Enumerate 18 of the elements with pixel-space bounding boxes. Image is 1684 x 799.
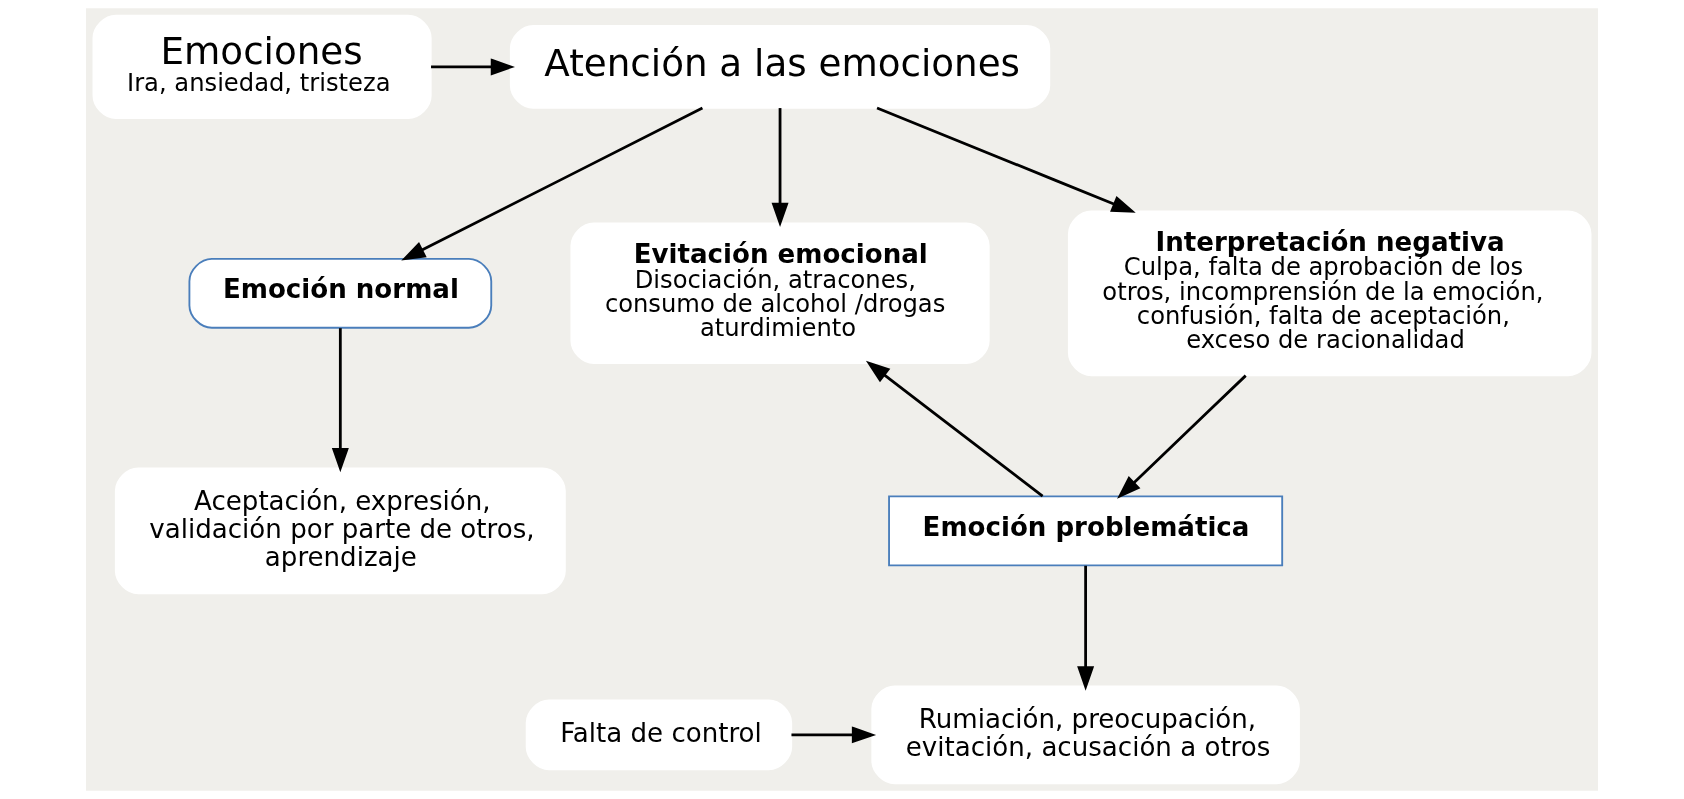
- node-box: Interpretación negativa Culpa, falta de aprobación de los otros, incomprensión de la emoción, confusión, falta de aceptación, exceso de racionalidad: [1067, 210, 1592, 377]
- node-box: Emociones Ira, ansiedad, tristeza: [92, 14, 432, 120]
- arrow: [401, 106, 704, 261]
- node-box: Evitación emocional Disociación, atracones, consumo de alcohol /drogas aturdimiento: [570, 222, 990, 365]
- node-box: Atención a las emociones: [509, 25, 1051, 109]
- arrow: [771, 108, 789, 228]
- arrow: [331, 328, 349, 473]
- node-box: Emoción problemática: [888, 495, 1284, 567]
- node-box: Falta de control: [525, 699, 793, 771]
- node-box: Emoción normal: [188, 257, 493, 329]
- arrow: [431, 58, 515, 76]
- arrow: [876, 106, 1136, 213]
- node-box: Rumiación, preocupación, evitación, acusación a otros: [871, 685, 1300, 785]
- arrow: [865, 360, 1044, 498]
- arrow: [1077, 565, 1095, 691]
- arrow: [1117, 374, 1247, 499]
- node-box: Aceptación, expresión, validación por parte de otros, aprendizaje: [114, 467, 566, 595]
- arrow: [791, 726, 877, 744]
